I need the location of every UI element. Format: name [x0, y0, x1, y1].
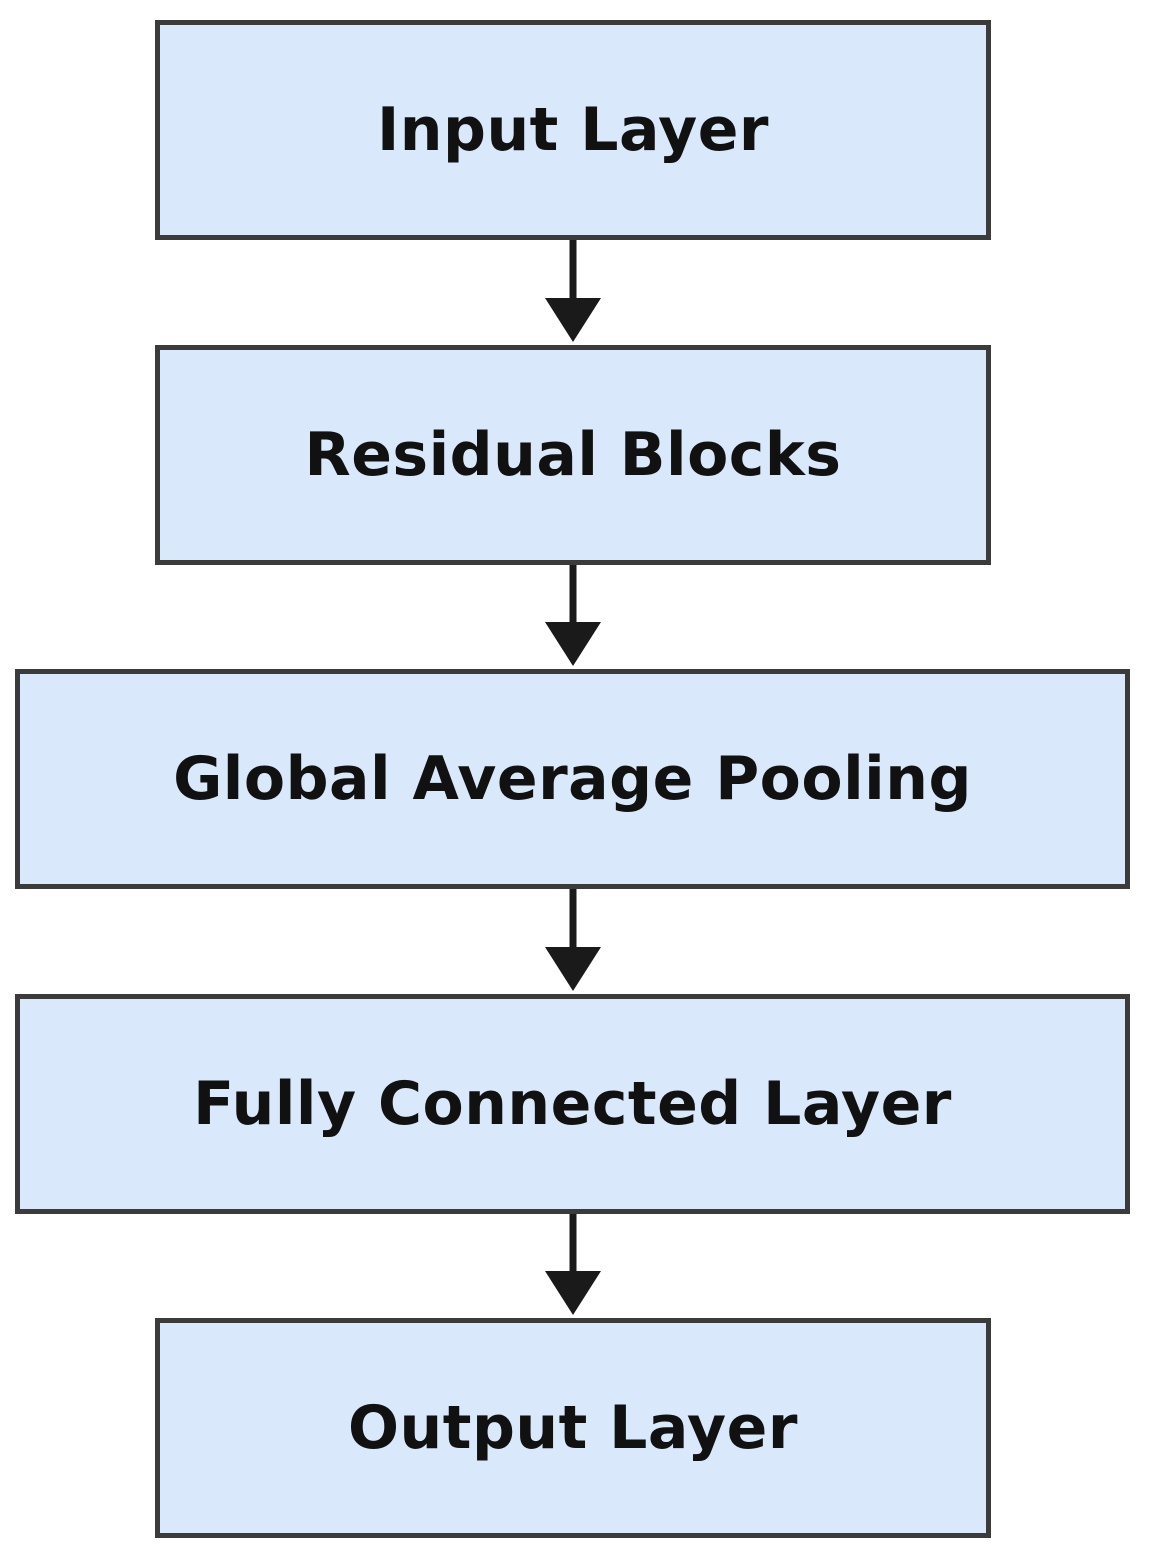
- arrow-gap-to-fc: [545, 889, 601, 991]
- node-output-layer: Output Layer: [155, 1318, 991, 1538]
- node-residual-blocks: Residual Blocks: [155, 345, 991, 565]
- node-label: Fully Connected Layer: [193, 1069, 952, 1139]
- node-fully-connected-layer: Fully Connected Layer: [15, 994, 1130, 1214]
- arrow-residual-to-gap: [545, 565, 601, 666]
- node-label: Residual Blocks: [304, 420, 842, 490]
- node-label: Output Layer: [348, 1393, 798, 1463]
- node-label: Global Average Pooling: [173, 744, 972, 814]
- arrow-input-to-residual: [545, 240, 601, 342]
- node-label: Input Layer: [376, 95, 770, 165]
- arrow-fc-to-output: [545, 1214, 601, 1315]
- node-input-layer: Input Layer: [155, 20, 991, 240]
- node-global-average-pooling: Global Average Pooling: [15, 669, 1130, 889]
